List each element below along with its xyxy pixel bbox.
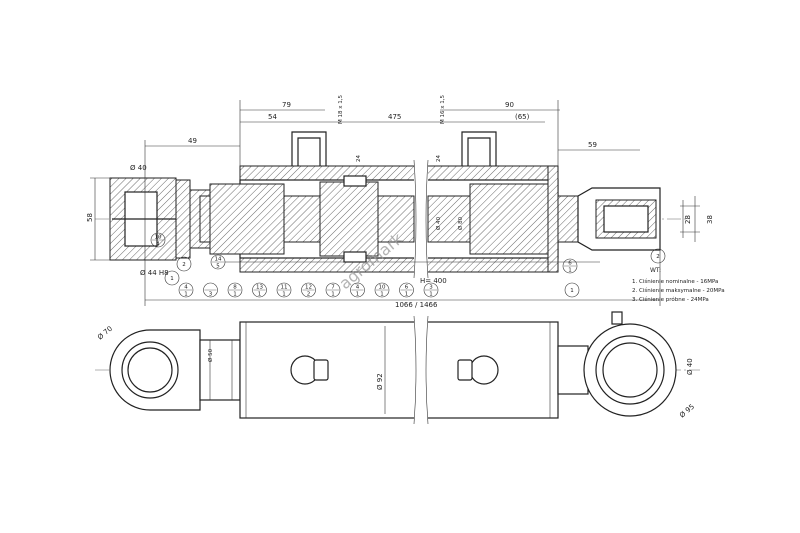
balloon-top-1-top: 14 [215, 257, 222, 263]
dimension-labels: 79 54 M 18 x 1,5 475 M 16 x 1,5 90 (65) … [86, 95, 714, 309]
balloon-single-1: 1 [164, 270, 180, 286]
balloon-row-8: 101 [374, 282, 390, 298]
balloon-top-2-top: 6 [568, 261, 572, 267]
balloon-row-7: 41 [350, 282, 365, 298]
piston [319, 175, 379, 263]
balloon-row-0: 41 [178, 282, 194, 298]
balloon-row-4-bottom: 1 [282, 292, 286, 298]
balloon-row-6-bottom: 1 [331, 292, 335, 298]
balloon-top-0-bottom: 4 [156, 242, 160, 248]
balloon-row-3-top: 13 [256, 285, 263, 291]
note-line-1: 1. Ciśnienie nominalne - 16MPa [632, 278, 718, 285]
balloon-row-10: 31 [423, 282, 439, 298]
dim-phi44: Ø 44 H8 [140, 269, 169, 277]
balloon-row-9-top: 6 [405, 285, 409, 291]
balloon-row-3-bottom: 1 [258, 292, 262, 298]
dim-24-right: 24 [436, 155, 442, 162]
balloon-row-7-top: 4 [356, 285, 360, 291]
balloon-row-0-top: 4 [184, 285, 188, 291]
balloon-top-0: 104 [150, 232, 166, 248]
notes-title: WT: [650, 267, 661, 274]
balloon-single-2-label: 2 [656, 254, 660, 260]
balloon-row-2: 81 [227, 282, 243, 298]
left-eye-exterior [109, 329, 241, 411]
balloon-top-1-bottom: 5 [216, 264, 220, 270]
balloon-row-6-top: 7 [331, 285, 335, 291]
left-clevis [109, 177, 211, 261]
balloon-single-0: 2 [176, 256, 192, 272]
balloon-row-10-top: 3 [429, 285, 433, 291]
dim-phi40-right: Ø 40 [686, 358, 694, 375]
balloon-top-2-bottom: 1 [568, 268, 572, 274]
dim-phi40-rod: Ø 40 [435, 216, 442, 230]
dim-m18: M 18 x 1,5 [338, 95, 344, 124]
balloon-row-5-bottom: 2 [307, 292, 311, 298]
dim-79: 79 [282, 101, 291, 109]
dim-phi92: Ø 92 [376, 373, 384, 390]
dim-475: 475 [388, 113, 401, 121]
balloon-single-1-label: 1 [170, 276, 174, 282]
balloon-row-5: 122 [301, 282, 316, 298]
dim-phi95: Ø 95 [678, 403, 696, 420]
balloon-row-10-bottom: 1 [429, 292, 433, 298]
balloon-single-3-label: 1 [570, 288, 574, 294]
balloon-row-5-top: 12 [305, 285, 312, 291]
exterior-view [95, 311, 700, 425]
dim-phi50: Ø 50 [207, 348, 214, 362]
dim-phi80: Ø 80 [457, 216, 464, 230]
dim-24-left: 24 [356, 155, 362, 162]
balloon-row-2-bottom: 1 [233, 292, 237, 298]
dim-54: 54 [268, 113, 277, 121]
oil-ports [291, 131, 559, 273]
balloon-top-2: 61 [562, 258, 578, 274]
section-view [95, 131, 690, 279]
balloon-row-2-top: 8 [233, 285, 237, 291]
right-rod-eye [577, 187, 661, 251]
balloon-row-4: 111 [276, 282, 292, 298]
dim-28: 28 [684, 215, 692, 224]
technical-notes: WT: 1. Ciśnienie nominalne - 16MPa 2. Ci… [632, 267, 725, 303]
balloon-row-8-bottom: 1 [380, 292, 384, 298]
dim-phi40-left: Ø 40 [130, 164, 147, 172]
balloon-row-4-top: 11 [281, 285, 288, 291]
balloon-single-2: 2 [650, 248, 666, 264]
dim-65: (65) [515, 113, 530, 121]
balloon-row-0-bottom: 1 [184, 292, 188, 298]
dim-90: 90 [505, 101, 514, 109]
dim-total: 1066 / 1466 [395, 301, 438, 309]
dimension-lines [90, 100, 700, 306]
balloon-top-1: 145 [210, 254, 226, 270]
balloon-single-0-label: 2 [182, 262, 186, 268]
barrel-exterior [239, 315, 559, 425]
balloon-row-1-bottom: 3 [209, 292, 213, 298]
note-line-2: 2. Ciśnienie maksymalne - 20MPa [632, 287, 725, 294]
dim-stroke: H= 400 [420, 277, 447, 285]
note-line-3: 3. Ciśnienie próbne - 24MPa [632, 296, 709, 303]
balloon-row-7-bottom: 1 [356, 292, 360, 298]
balloon-row-3: 131 [252, 282, 267, 298]
dim-59: 59 [588, 141, 597, 149]
balloon-top-0-top: 10 [155, 235, 162, 241]
balloon-row-8-top: 10 [379, 285, 386, 291]
balloon-row-9-bottom: 1 [405, 292, 409, 298]
dim-58: 58 [86, 213, 94, 222]
dim-m16: M 16 x 1,5 [440, 95, 446, 124]
balloon-row-9: 61 [399, 282, 414, 298]
dim-phi70: Ø 70 [96, 325, 114, 342]
balloon-single-3: 1 [564, 282, 580, 298]
right-eye-exterior [557, 311, 677, 417]
dim-49: 49 [188, 137, 197, 145]
balloon-row-6: 71 [325, 282, 341, 298]
dim-38: 38 [706, 215, 714, 224]
balloon-row-1: 3 [203, 282, 218, 298]
